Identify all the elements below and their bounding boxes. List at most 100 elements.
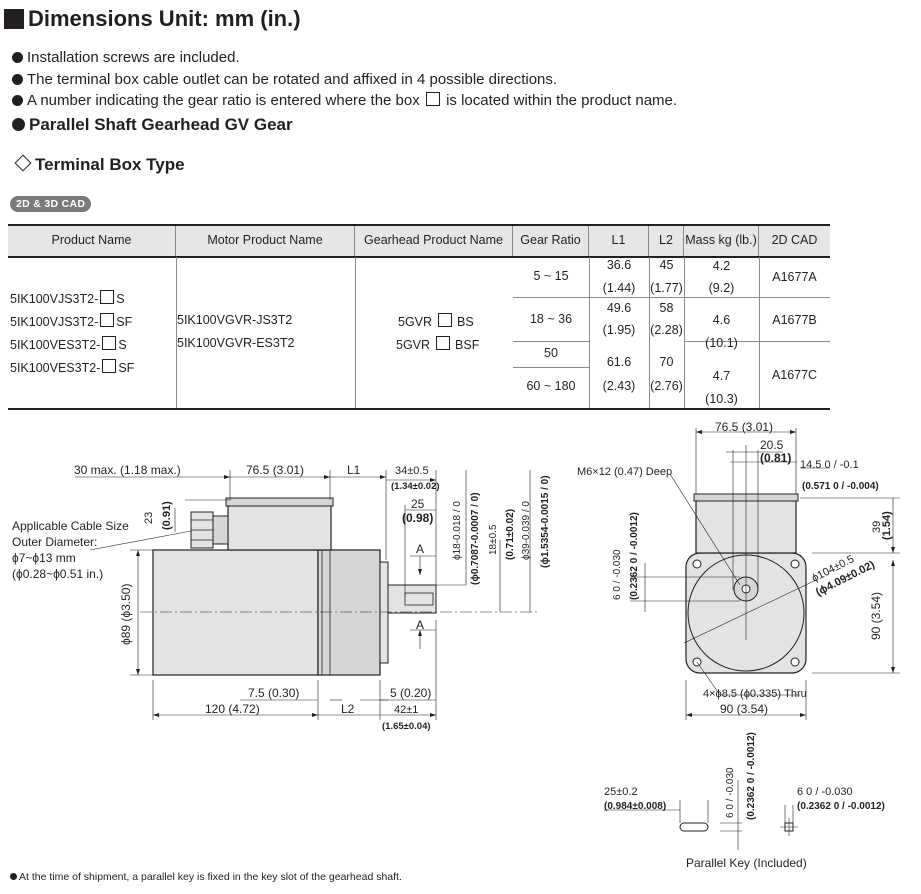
- table-row-rule: [513, 297, 830, 298]
- bullet-icon: [12, 95, 23, 106]
- dim-0571: (0.571 0 / -0.004): [802, 481, 879, 492]
- table-divider: [759, 257, 760, 408]
- dim-145: 14.5 0 / -0.1: [800, 459, 859, 471]
- l1-mm: 49.6: [606, 301, 632, 315]
- gearhead-prefix: 5GVR: [396, 338, 431, 352]
- gearhead-prefix: 5GVR: [398, 315, 433, 329]
- cad-link[interactable]: A1677C: [771, 368, 818, 382]
- key-dim-6b: 6 0 / -0.030: [797, 786, 853, 798]
- header-2d-cad: 2D CAD: [759, 224, 830, 256]
- dim-34: 34±0.5: [395, 465, 429, 477]
- subsection-title: Terminal Box Type: [14, 154, 185, 175]
- motor-body: [152, 549, 319, 676]
- header-gearhead-product-name: Gearhead Product Name: [355, 224, 513, 256]
- dimension-drawing: 30 max. (1.18 max.) 76.5 (3.01) L1 34±0.…: [12, 420, 900, 870]
- placeholder-box-icon: [102, 359, 117, 373]
- table-top-rule: [8, 224, 830, 226]
- l1-mm: 61.6: [606, 355, 632, 369]
- dim-90-vertical: 90 (3.54): [869, 592, 883, 640]
- dim-02362: (0.2362 0 / -0.0012): [629, 512, 640, 600]
- dim-134: (1.34±0.02): [391, 481, 440, 492]
- output-shaft: [387, 584, 437, 614]
- notes-list: Installation screws are included. The te…: [12, 47, 677, 112]
- l1-in: (1.44): [602, 281, 636, 295]
- note-text: is located within the product name.: [446, 92, 678, 109]
- l2-in: (2.28): [650, 323, 683, 337]
- product-suffix: S: [118, 338, 127, 352]
- placeholder-box-icon: [102, 336, 117, 350]
- dim-30max: 30 max. (1.18 max.): [74, 463, 181, 477]
- footnote: At the time of shipment, a parallel key …: [10, 871, 402, 883]
- dim-42: 42±1: [394, 704, 418, 716]
- placeholder-box-icon: [437, 313, 452, 327]
- dim-765-front: 76.5 (3.01): [715, 420, 773, 434]
- table-divider: [684, 257, 685, 408]
- note-item: Installation screws are included.: [12, 47, 677, 69]
- key-dim-25: 25±0.2: [604, 786, 638, 798]
- dim-071: (0.71±0.02): [505, 509, 516, 560]
- thread-label: M6×12 (0.47) Deep: [577, 466, 672, 478]
- product-suffix: S: [116, 292, 125, 306]
- dim-89: ϕ89 (ϕ3.50): [119, 584, 133, 645]
- product-suffix: SF: [116, 315, 133, 329]
- cad-link[interactable]: A1677B: [772, 313, 817, 327]
- cad-download-badge[interactable]: 2D & 3D CAD: [10, 196, 92, 212]
- product-name-cell: 5IK100VJS3T2-S: [10, 290, 125, 306]
- table-row-rule: [513, 367, 589, 368]
- section-a-label: A: [416, 542, 424, 556]
- bullet-icon: [12, 118, 25, 131]
- motor-product-name: 5IK100VGVR-ES3T2: [177, 336, 295, 350]
- table-row-rule: [684, 341, 830, 342]
- gearhead-suffix: BSF: [455, 338, 480, 352]
- table-header-rule: [8, 256, 830, 258]
- dim-shaft-18: ϕ18-0.018 / 0: [452, 501, 463, 560]
- key-side: [679, 822, 709, 832]
- terminal-box: [227, 501, 332, 551]
- gear-ratio: 60 ~ 180: [526, 379, 576, 393]
- dim-081: (0.81): [760, 451, 791, 465]
- product-name-cell: 5IK100VES3T2-SF: [10, 359, 134, 375]
- dim-120: 120 (4.72): [205, 702, 260, 716]
- spec-table: Product Name Motor Product Name Gearhead…: [8, 224, 830, 410]
- front-view: 76.5 (3.01) 20.5 (0.81) 14.5 0 / -0.1 (0…: [577, 420, 900, 720]
- dim-6: 6 0 / -0.030: [612, 549, 623, 600]
- dim-5: 5 (0.20): [390, 686, 431, 700]
- gearhead-body: [317, 549, 381, 676]
- key-dim-02362b: (0.2362 0 / -0.0012): [797, 801, 885, 812]
- section-title: Parallel Shaft Gearhead GV Gear: [12, 115, 293, 135]
- page-title: Dimensions Unit: mm (in.): [4, 6, 301, 32]
- key-caption: Parallel Key (Included): [686, 856, 807, 870]
- dim-15354: (ϕ1.5354-0.0015 / 0): [540, 475, 551, 568]
- note-text: Installation screws are included.: [27, 49, 240, 66]
- header-gear-ratio: Gear Ratio: [513, 224, 589, 256]
- cad-link[interactable]: A1677A: [772, 270, 817, 284]
- product-name: 5IK100VJS3T2-: [10, 315, 99, 329]
- cable-label: Outer Diameter:: [12, 535, 97, 549]
- l2-in: (2.76): [650, 379, 683, 393]
- dim-18: 18±0.5: [488, 524, 499, 555]
- section-a-label: A: [416, 618, 424, 632]
- diamond-icon: [14, 154, 32, 172]
- dim-765: 76.5 (3.01): [246, 463, 304, 477]
- cable-label: ϕ7~ϕ13 mm: [12, 551, 76, 565]
- cable-label: Applicable Cable Size: [12, 519, 129, 533]
- bullet-icon: [12, 52, 23, 63]
- table-divider: [355, 257, 356, 408]
- l1-in: (1.95): [602, 323, 636, 337]
- table-divider: [649, 257, 650, 408]
- product-name: 5IK100VES3T2-: [10, 338, 101, 352]
- parallel-key: 25±0.2 (0.984±0.008) 6 0 / -0.030 (0.236…: [604, 732, 885, 870]
- bullet-icon: [12, 73, 23, 85]
- header-motor-product-name: Motor Product Name: [176, 224, 355, 256]
- note-text: A number indicating the gear ratio is en…: [27, 92, 420, 109]
- dim-75: 7.5 (0.30): [248, 686, 299, 700]
- product-name: 5IK100VES3T2-: [10, 361, 101, 375]
- key-dim-02362: (0.2362 0 / -0.0012): [746, 732, 757, 820]
- terminal-box-cover: [225, 497, 334, 507]
- header-product-name: Product Name: [8, 224, 176, 256]
- gear-ratio: 50: [544, 346, 558, 360]
- mass-kg: 4.6: [712, 313, 731, 327]
- table-divider: [176, 257, 177, 408]
- dim-154: (1.54): [881, 511, 893, 540]
- key-slot: [404, 592, 434, 606]
